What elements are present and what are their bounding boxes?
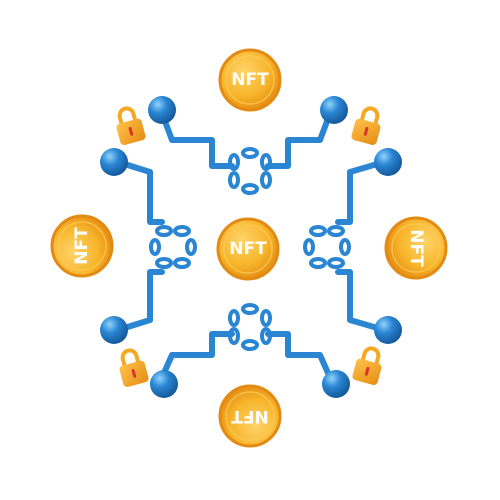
- coin-label: NFT: [231, 406, 269, 426]
- chain-link-icon: [327, 257, 345, 269]
- lock-top-right: [351, 106, 381, 145]
- chain-link-icon: [339, 238, 351, 256]
- coin-bottom: NFT: [218, 384, 282, 448]
- chain-link-icon: [228, 171, 240, 189]
- lock-icon: [351, 106, 381, 145]
- network-nodes: [100, 96, 402, 398]
- network-node-icon: [322, 370, 350, 398]
- wire-left-lower: [115, 269, 165, 333]
- coin-left: NFT: [50, 214, 114, 278]
- chain-link-icon: [303, 238, 315, 256]
- chain-ring-left: [149, 225, 197, 269]
- lock-bottom-left: [119, 348, 149, 387]
- chain-link-icon: [260, 309, 272, 327]
- nft-coin-icon: [50, 214, 114, 278]
- chain-link-icon: [241, 339, 259, 351]
- chain-link-icon: [228, 153, 240, 171]
- chain-link-icon: [149, 238, 161, 256]
- lock-icon: [352, 346, 382, 385]
- chain-link-icon: [260, 327, 272, 345]
- coin-label: NFT: [229, 239, 267, 259]
- chain-link-icon: [309, 225, 327, 237]
- wire-bottom-right: [265, 331, 335, 385]
- network-node-icon: [100, 316, 128, 344]
- chain-link-icon: [155, 257, 173, 269]
- wire-left-upper: [115, 159, 165, 225]
- chain-link-icon: [173, 225, 191, 237]
- chain-ring-right: [303, 225, 351, 269]
- chain-link-icon: [260, 171, 272, 189]
- chain-link-icon: [241, 147, 259, 159]
- network-node-icon: [374, 316, 402, 344]
- chain-link-icon: [260, 153, 272, 171]
- chain-ring-top: [228, 147, 272, 195]
- coin-right: NFT: [384, 216, 448, 280]
- chain-link-icon: [155, 225, 173, 237]
- wire-right-lower: [335, 269, 387, 333]
- network-node-icon: [148, 96, 176, 124]
- coin-label: NFT: [72, 227, 92, 265]
- chain-link-icon: [173, 257, 191, 269]
- chain-link-icon: [241, 303, 259, 315]
- network-node-icon: [374, 148, 402, 176]
- nft-coin-icon: [218, 48, 282, 112]
- wire-bottom-left: [157, 331, 235, 385]
- lock-icon: [119, 348, 149, 387]
- wire-right-upper: [335, 159, 387, 225]
- wire-top-right: [265, 105, 335, 169]
- network-node-icon: [320, 96, 348, 124]
- coin-top: NFT: [218, 48, 282, 112]
- nft-coin-icon: [218, 384, 282, 448]
- chain-link-icon: [228, 327, 240, 345]
- coin-label: NFT: [231, 70, 269, 90]
- wire-top-left: [157, 105, 235, 169]
- circuit-wires: [115, 105, 387, 385]
- coin-label: NFT: [406, 229, 426, 267]
- chain-link-icon: [327, 225, 345, 237]
- nft-coin-icon: [216, 217, 280, 281]
- coin-center: NFT: [216, 217, 280, 281]
- chain-ring-bottom: [228, 303, 272, 351]
- chain-link-icon: [309, 257, 327, 269]
- nft-coin-icon: [384, 216, 448, 280]
- lock-top-left: [116, 106, 146, 145]
- chain-link-icon: [228, 309, 240, 327]
- network-node-icon: [150, 370, 178, 398]
- network-node-icon: [100, 148, 128, 176]
- lock-bottom-right: [352, 346, 382, 385]
- chain-link-icon: [241, 183, 259, 195]
- chain-link-icon: [185, 238, 197, 256]
- lock-icon: [116, 106, 146, 145]
